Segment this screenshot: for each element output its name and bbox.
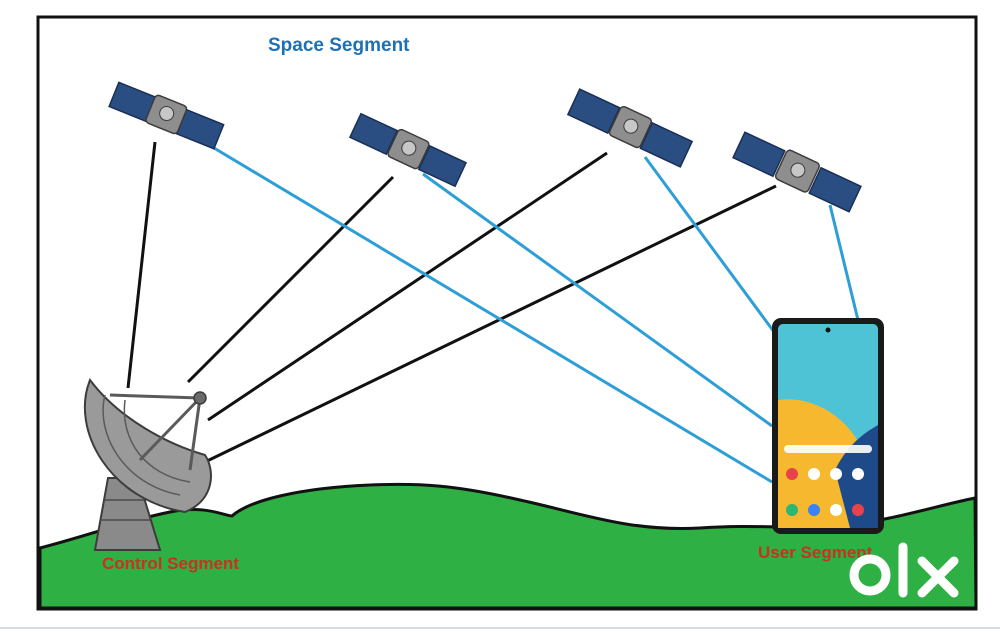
solar-panel-right	[417, 144, 468, 188]
app-icon	[852, 468, 864, 480]
phone-app-grid	[786, 468, 864, 516]
app-icon	[786, 504, 798, 516]
control-link-2	[186, 175, 395, 384]
user-links	[203, 140, 860, 484]
dish-inner	[102, 394, 181, 496]
app-icon	[808, 468, 820, 480]
dish-feed-strut	[109, 393, 201, 400]
satellite-2	[348, 112, 468, 188]
app-icon	[830, 504, 842, 516]
olx-logo-x	[917, 556, 959, 598]
phone-front-camera	[825, 327, 831, 333]
solar-panel-left	[732, 131, 786, 178]
dish-inner	[123, 399, 191, 483]
satellite-antenna	[623, 118, 639, 134]
app-icon	[852, 504, 864, 516]
olx-logo	[849, 542, 959, 598]
app-icon	[786, 468, 798, 480]
space-segment-label: Space Segment	[268, 35, 410, 56]
user-link-4	[828, 204, 860, 321]
control-link-4	[204, 184, 777, 464]
solar-panel-left	[348, 112, 399, 156]
smartphone	[772, 318, 884, 534]
solar-panel-right	[808, 166, 862, 213]
ground-station-dish	[84, 377, 212, 551]
phone-search-bar	[784, 445, 872, 453]
user-segment-label: User Segment	[758, 543, 873, 562]
bottom-divider	[0, 627, 1000, 629]
dish-feed-strut	[188, 397, 202, 471]
satellite-3	[566, 88, 694, 168]
control-links	[126, 141, 777, 464]
app-icon	[808, 504, 820, 516]
dish-feed-strut	[138, 396, 202, 462]
dish-feed-horn	[193, 391, 207, 405]
app-icon	[830, 468, 842, 480]
satellite-antenna	[790, 162, 806, 178]
user-link-1	[203, 140, 773, 484]
olx-logo-o	[849, 554, 891, 596]
control-segment-label: Control Segment	[102, 554, 239, 573]
user-link-2	[422, 172, 773, 428]
solar-panel-left	[566, 88, 621, 135]
user-link-3	[643, 156, 782, 341]
control-link-3	[207, 151, 608, 422]
solar-panel-right	[639, 121, 694, 168]
satellite-1	[108, 81, 225, 150]
satellite-4	[732, 131, 862, 213]
control-link-1	[126, 141, 157, 389]
dish-reflector	[84, 377, 212, 514]
satellite-antenna	[159, 106, 175, 122]
satellite-antenna	[401, 140, 417, 156]
